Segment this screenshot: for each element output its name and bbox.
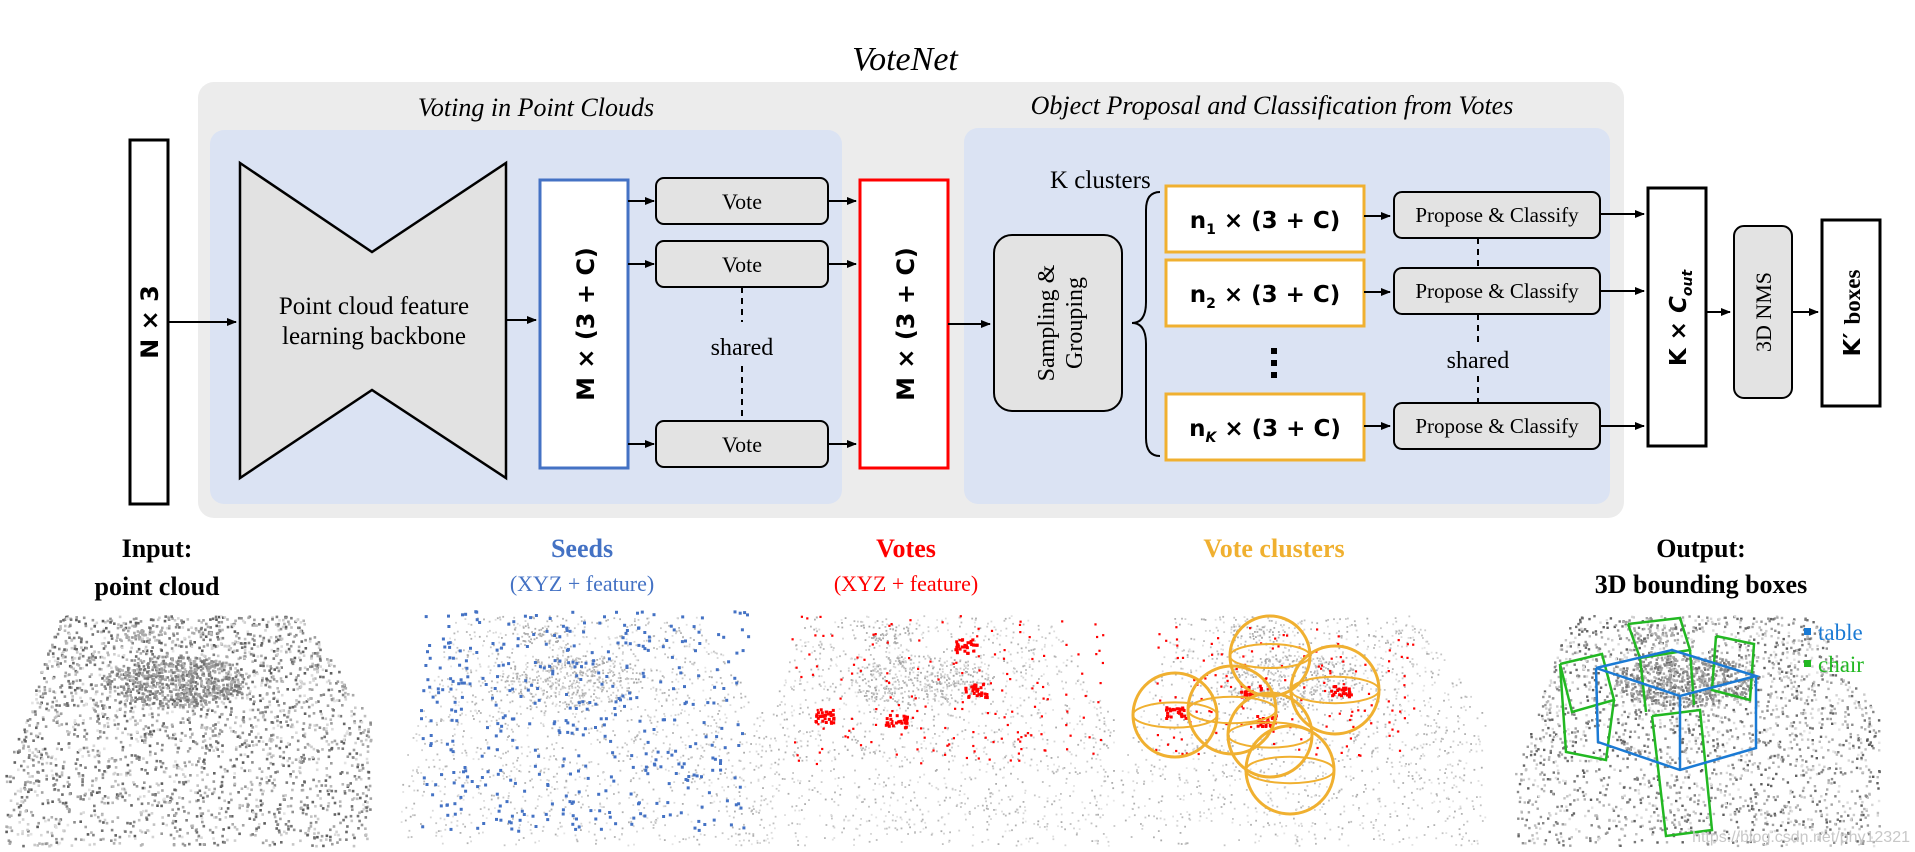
caption-output-line2: 3D bounding boxes bbox=[1595, 570, 1807, 599]
section-proposal-title: Object Proposal and Classification from … bbox=[1031, 91, 1514, 120]
vote-clusters-image bbox=[1120, 614, 1487, 847]
cluster-box-2-label: n2 × (3 + C) bbox=[1190, 282, 1341, 312]
votes-dim-label: M × (3 + C) bbox=[892, 247, 920, 401]
seeds-point-cloud-image bbox=[400, 610, 767, 847]
votes-point-cloud-image bbox=[752, 615, 1116, 847]
caption-clusters-line1: Vote clusters bbox=[1203, 534, 1344, 563]
cluster-box-2 bbox=[1164, 258, 1366, 328]
output-label: K′ boxes bbox=[1840, 270, 1866, 357]
caption-output-line1: Output: bbox=[1656, 534, 1746, 563]
caption-input-line1: Input: bbox=[122, 534, 193, 563]
kcout-block bbox=[1646, 186, 1708, 448]
section-voting-title: Voting in Point Clouds bbox=[418, 93, 654, 122]
cluster-box-1 bbox=[1164, 184, 1366, 254]
backbone-label-line1: Point cloud feature bbox=[279, 293, 469, 320]
sampling-grouping-box bbox=[993, 234, 1123, 412]
diagram-title: VoteNet bbox=[852, 41, 959, 78]
propose-box-2-label: Propose & Classify bbox=[1415, 279, 1579, 303]
caption-votes-line2: (XYZ + feature) bbox=[834, 571, 978, 596]
vote-shared-label: shared bbox=[711, 335, 774, 361]
k-clusters-label: K clusters bbox=[1050, 167, 1151, 194]
vote-box-1-label: Vote bbox=[722, 189, 762, 214]
cluster-box-k bbox=[1164, 392, 1366, 462]
legend-table-swatch bbox=[1804, 628, 1811, 635]
seed-block bbox=[538, 178, 630, 470]
kcout-label: K × Cout bbox=[1666, 269, 1696, 367]
caption-input-line2: point cloud bbox=[95, 572, 221, 601]
output-block bbox=[1820, 218, 1882, 408]
input-dim-label: N × 3 bbox=[136, 285, 164, 359]
cluster-box-1-label: n1 × (3 + C) bbox=[1190, 208, 1341, 238]
backbone-label-line2: learning backbone bbox=[282, 323, 466, 350]
legend-table-label: table bbox=[1818, 620, 1863, 645]
vote-box-2-label: Vote bbox=[722, 252, 762, 277]
seed-dim-label: M × (3 + C) bbox=[572, 247, 600, 401]
propose-shared-label: shared bbox=[1447, 348, 1510, 374]
caption-seeds-line2: (XYZ + feature) bbox=[510, 571, 654, 596]
backbone-hourglass bbox=[238, 160, 508, 481]
input-point-cloud-image bbox=[5, 615, 373, 848]
cluster-ellipsis bbox=[1271, 348, 1277, 378]
output-boxes-image bbox=[1515, 615, 1881, 848]
legend-chair-swatch bbox=[1804, 660, 1811, 667]
nms-label: 3D NMS bbox=[1751, 272, 1776, 352]
propose-box-k-label: Propose & Classify bbox=[1415, 414, 1579, 438]
caption-seeds-line1: Seeds bbox=[551, 534, 613, 563]
caption-votes-line1: Votes bbox=[876, 534, 936, 563]
cluster-box-k-label: nK × (3 + C) bbox=[1189, 416, 1341, 446]
vote-box-3-label: Vote bbox=[722, 432, 762, 457]
propose-box-1-label: Propose & Classify bbox=[1415, 203, 1579, 227]
sampling-label: Sampling &Grouping bbox=[1034, 264, 1088, 381]
cluster-brace bbox=[1131, 191, 1161, 457]
legend-chair-label: chair bbox=[1818, 652, 1864, 677]
watermark: https://blog.csdn.net/phy12321 bbox=[1692, 829, 1910, 846]
